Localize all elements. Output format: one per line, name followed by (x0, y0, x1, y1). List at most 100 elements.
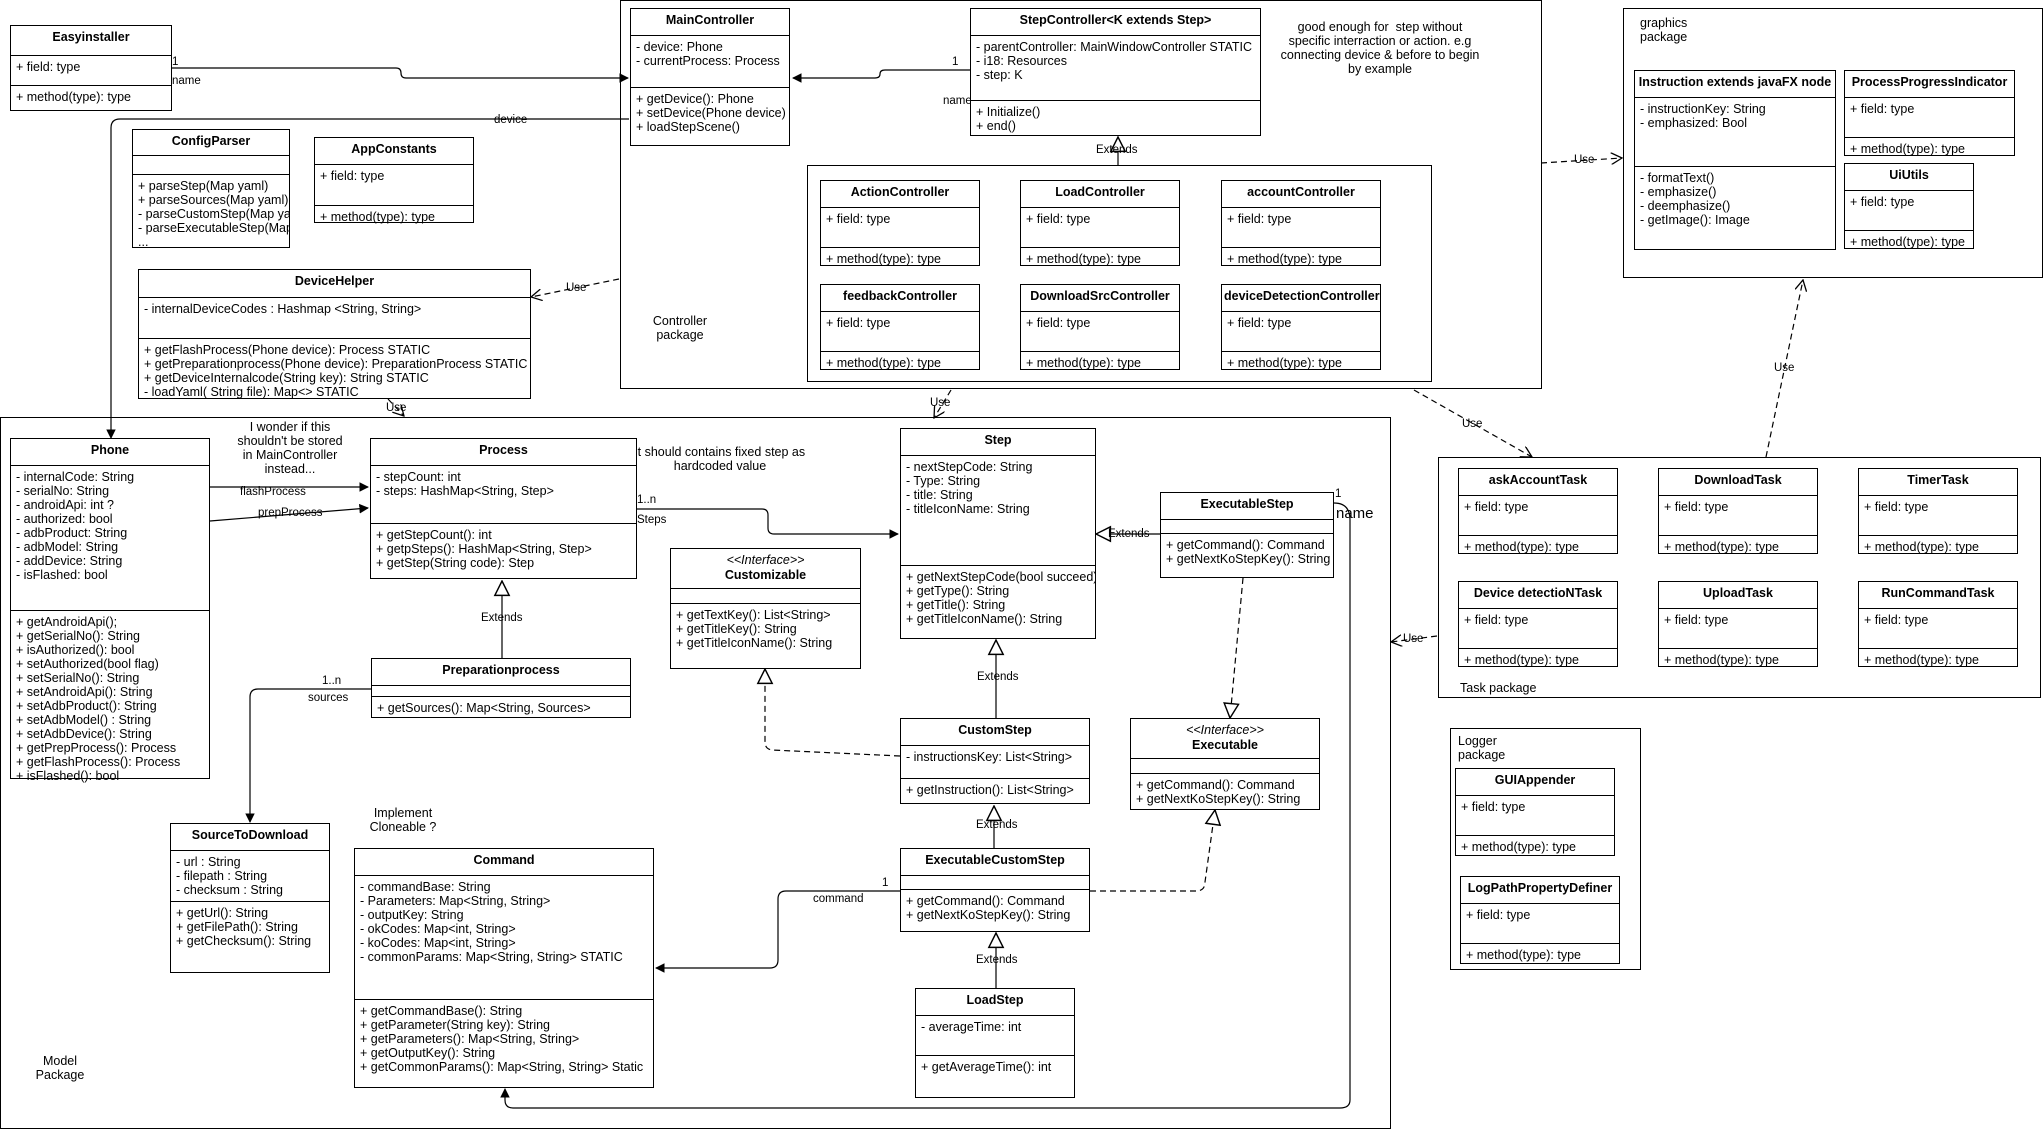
field-row: - url : String (176, 855, 241, 869)
class-processprogress[interactable]: ProcessProgressIndicator+ field: type+ m… (1844, 70, 2015, 156)
class-methods: + getAndroidApi();+ getSerialNo(): Strin… (11, 611, 209, 787)
class-devicedetectioncontroller[interactable]: deviceDetectionController+ field: type+ … (1221, 284, 1381, 370)
method-row: - deemphasize() (1640, 199, 1731, 213)
class-configparser[interactable]: ConfigParser+ parseStep(Map yaml)+ parse… (132, 129, 290, 249)
method-row: + getCommonParams(): Map<String, String>… (360, 1060, 644, 1074)
class-methods: + method(type): type (1021, 352, 1179, 374)
class-stereotype: <<Interface>> (726, 553, 805, 567)
class-methods: + getUrl(): String+ getFilePath(): Strin… (171, 902, 329, 952)
method-row: + getParameters(): Map<String, String> (360, 1032, 580, 1046)
class-timertask[interactable]: TimerTask+ field: type+ method(type): ty… (1858, 468, 2018, 554)
class-fields: + field: type (821, 312, 979, 352)
class-preparationprocess[interactable]: Preparationprocess+ getSources(): Map<St… (371, 658, 631, 718)
label-extends-ctrl: Extends (1096, 144, 1138, 156)
assoc-phone-prepprocess (209, 503, 369, 522)
class-command[interactable]: Command- commandBase: String- Parameters… (354, 848, 654, 1088)
note-step-controller: good enough for step without specific in… (1280, 20, 1480, 76)
class-title: Customizable (724, 568, 807, 582)
class-title: LoadStep (966, 993, 1024, 1007)
class-name: ActionController (821, 181, 979, 208)
label-extends-load: Extends (976, 954, 1018, 966)
method-row: - loadYaml( String file): Map<> STATIC (144, 385, 359, 399)
class-loadcontroller[interactable]: LoadController+ field: type+ method(type… (1020, 180, 1180, 266)
method-row: + getCommand(): Command (1136, 778, 1295, 792)
method-row: + getPreparationprocess(Phone device): P… (144, 357, 528, 371)
mult-sources: 1..n (322, 675, 342, 687)
class-process[interactable]: Process- stepCount: int- steps: HashMap<… (370, 438, 637, 579)
class-fields (671, 589, 860, 604)
class-title: feedbackController (843, 289, 957, 303)
class-methods: - formatText()- emphasize()- deemphasize… (1635, 167, 1835, 231)
field-row: + field: type (1227, 212, 1292, 226)
class-name: DeviceHelper (139, 270, 530, 298)
field-row: - device: Phone (636, 40, 723, 54)
field-row: + field: type (826, 316, 891, 330)
class-methods: + getSources(): Map<String, Sources> (372, 697, 630, 719)
class-uploadtask[interactable]: UploadTask+ field: type+ method(type): t… (1658, 581, 1818, 667)
role-execstep: name (1336, 505, 1374, 522)
class-devicedetectiontask[interactable]: Device detectioNTask+ field: type+ metho… (1458, 581, 1618, 667)
class-downloadsrccontroller[interactable]: DownloadSrcController+ field: type+ meth… (1020, 284, 1180, 370)
method-row: + getCommandBase(): String (360, 1004, 523, 1018)
role-steps: Steps (637, 514, 667, 526)
class-executablestep[interactable]: ExecutableStep+ getCommand(): Command+ g… (1160, 492, 1334, 578)
class-name: DownloadTask (1659, 469, 1817, 496)
class-appconstants[interactable]: AppConstants+ field: type+ method(type):… (314, 137, 474, 224)
class-executable[interactable]: <<Interface>>Executable+ getCommand(): C… (1130, 718, 1320, 810)
class-sourcetodownload[interactable]: SourceToDownload- url : String- filepath… (170, 823, 330, 973)
class-methods: + getCommand(): Command+ getNextKoStepKe… (901, 890, 1089, 926)
class-methods: + getStepCount(): int+ getpSteps(): Hash… (371, 524, 636, 574)
field-row: + field: type (1864, 500, 1929, 514)
logger-package-label: Logger package (1458, 734, 1506, 762)
class-stereotype: <<Interface>> (1186, 723, 1264, 737)
field-row: - steps: HashMap<String, Step> (376, 484, 554, 498)
method-row: + setAuthorized(bool flag) (16, 657, 159, 671)
field-row: - internalDeviceCodes : Hashmap <String,… (144, 302, 422, 316)
class-logpath[interactable]: LogPathPropertyDefiner+ field: type+ met… (1460, 876, 1620, 964)
class-accountcontroller[interactable]: accountController+ field: type+ method(t… (1221, 180, 1381, 266)
class-methods: + method(type): type (821, 352, 979, 374)
class-downloadtask[interactable]: DownloadTask+ field: type+ method(type):… (1658, 468, 1818, 554)
class-methods: + method(type): type (1845, 231, 1973, 253)
field-row: - serialNo: String (16, 484, 110, 498)
class-name: ConfigParser (133, 130, 289, 156)
class-loadstep[interactable]: LoadStep- averageTime: int+ getAverageTi… (915, 988, 1075, 1098)
class-customizable[interactable]: <<Interface>>Customizable+ getTextKey():… (670, 548, 861, 669)
field-row: + field: type (1464, 613, 1529, 627)
class-fields: - averageTime: int (916, 1016, 1074, 1056)
class-stepcontroller[interactable]: StepController<K extends Step>- parentCo… (970, 8, 1261, 136)
class-askaccounttask[interactable]: askAccountTask+ field: type+ method(type… (1458, 468, 1618, 554)
method-row: + getType(): String (906, 584, 1010, 598)
class-maincontroller[interactable]: MainController- device: Phone- currentPr… (630, 8, 790, 146)
use-controller-graphics (1540, 158, 1622, 163)
class-executablecustomstep[interactable]: ExecutableCustomStep + getCommand(): Comm… (900, 848, 1090, 932)
class-title: Step (984, 433, 1012, 447)
class-fields: + field: type (1456, 796, 1614, 836)
class-guiappender[interactable]: GUIAppender+ field: type+ method(type): … (1455, 768, 1615, 856)
class-name: ExecutableCustomStep (901, 849, 1089, 876)
class-easyinstaller[interactable]: Easyinstaller+ field: type+ method(type)… (10, 25, 172, 111)
class-actioncontroller[interactable]: ActionController+ field: type+ method(ty… (820, 180, 980, 266)
field-row: - currentProcess: Process (636, 54, 780, 68)
class-step[interactable]: Step- nextStepCode: String- Type: String… (900, 428, 1096, 639)
class-fields: - device: Phone- currentProcess: Process (631, 36, 789, 88)
class-name: StepController<K extends Step> (971, 9, 1260, 36)
role-flashprocess: flashProcess (240, 486, 306, 498)
label-use-task-graphics: Use (1774, 362, 1795, 374)
class-fields: + field: type (315, 165, 473, 206)
use-model-task (1391, 636, 1438, 642)
label-use-ctrl-model: Use (930, 397, 951, 409)
field-row: - isFlashed: bool (16, 568, 108, 582)
method-row: + Initialize() (976, 105, 1041, 119)
class-customstep[interactable]: CustomStep- instructionsKey: List<String… (900, 718, 1090, 804)
class-runcommandtask[interactable]: RunCommandTask+ field: type+ method(type… (1858, 581, 2018, 667)
class-name: deviceDetectionController (1222, 285, 1380, 312)
class-phone[interactable]: Phone- internalCode: String- serialNo: S… (10, 438, 210, 783)
class-devicehelper[interactable]: DeviceHelper - internalDeviceCodes : Hash… (138, 269, 531, 399)
class-feedbackcontroller[interactable]: feedbackController+ field: type+ method(… (820, 284, 980, 370)
class-instruction[interactable]: Instruction extends javaFX node- instruc… (1634, 70, 1836, 250)
method-row: + method(type): type (1864, 653, 1979, 667)
class-uiutils[interactable]: UiUtils+ field: type+ method(type): type (1844, 163, 1974, 249)
logger-package (1450, 728, 1641, 970)
field-row: - filepath : String (176, 869, 268, 883)
